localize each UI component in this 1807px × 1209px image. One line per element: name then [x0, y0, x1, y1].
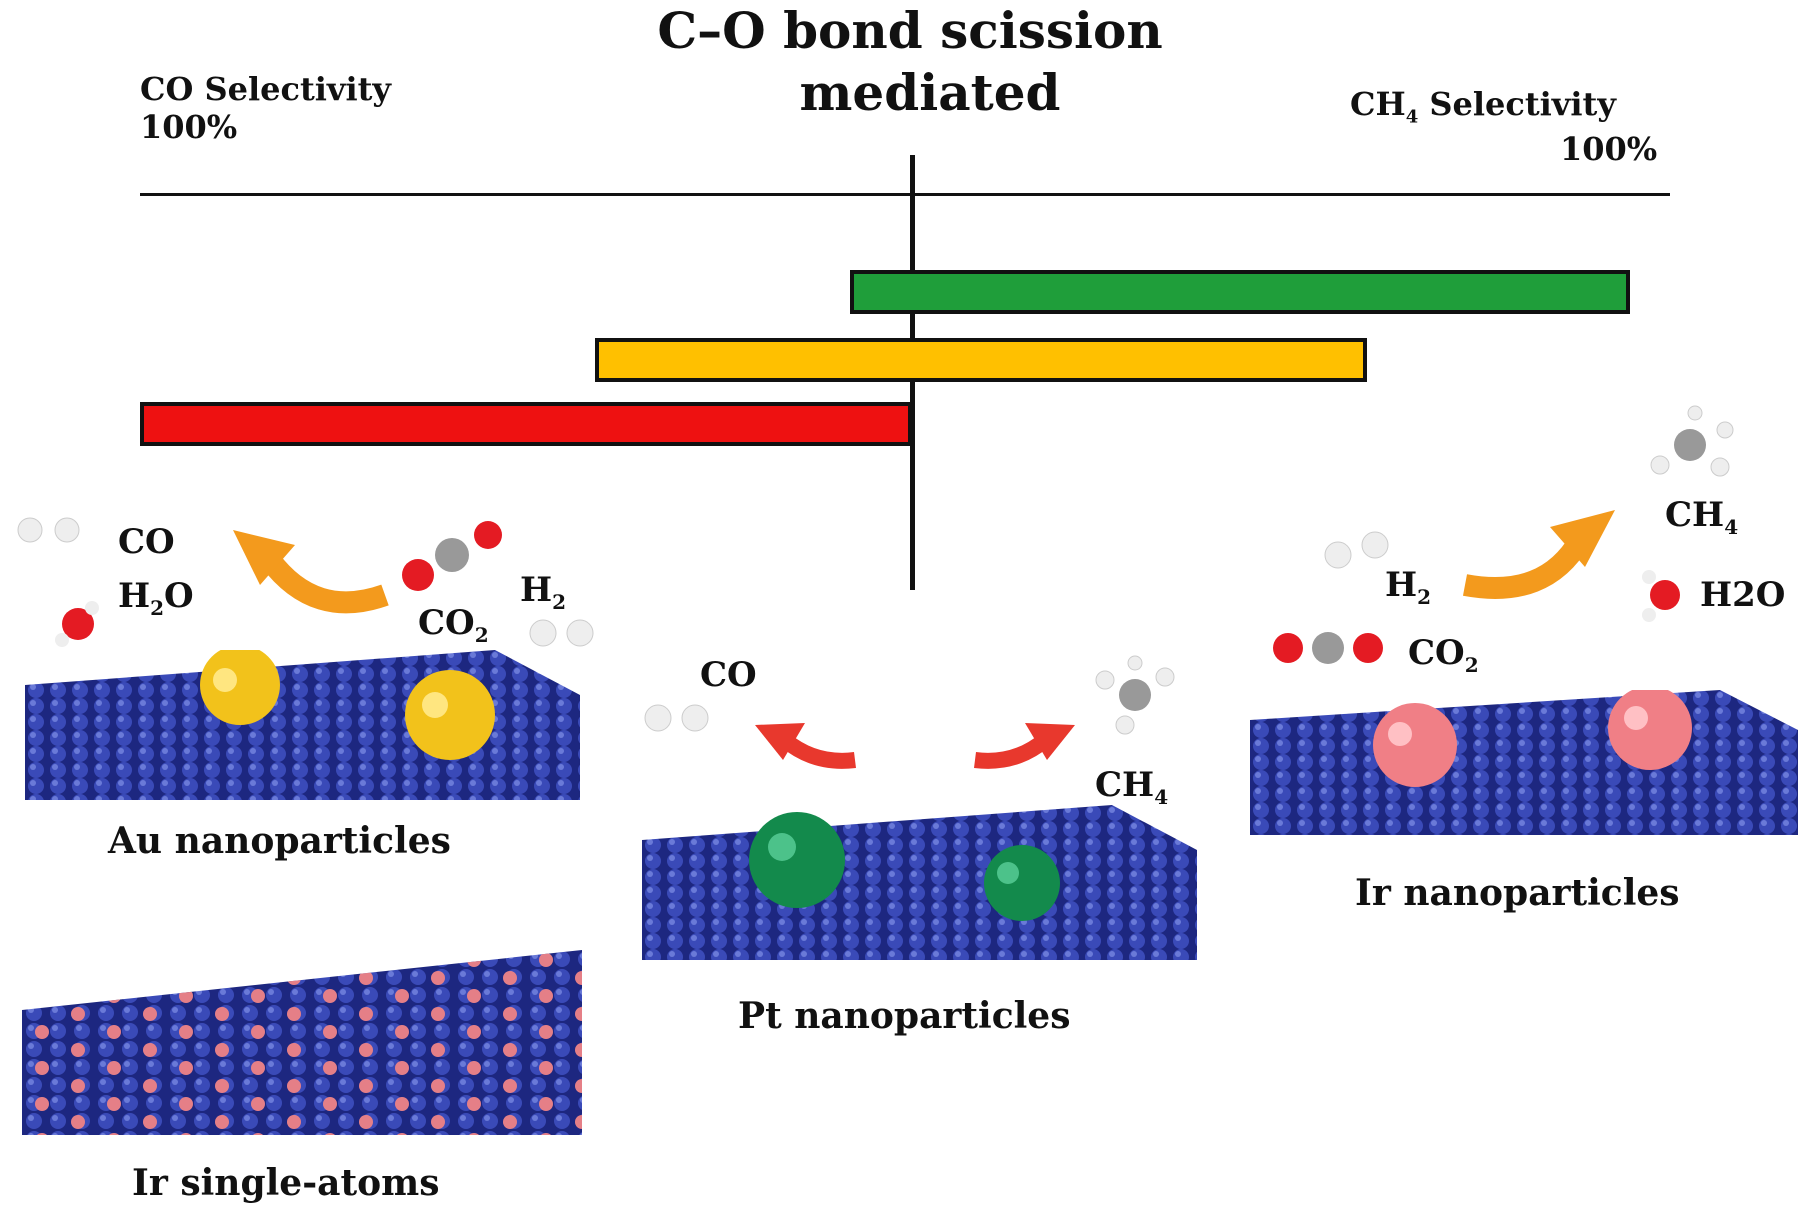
pt-co-label: CO [700, 655, 757, 695]
pt-methane-molecule-icon [1085, 655, 1185, 739]
title-line-2: mediated [799, 63, 1061, 122]
selectivity-bar-1 [850, 270, 1630, 314]
au-co-hydrogen-icon [15, 515, 85, 549]
ir-nanoparticle-surface [1250, 690, 1798, 835]
pt-co-arrow-icon [755, 715, 865, 779]
pt-co-hydrogen-icon [640, 700, 720, 739]
co-selectivity-label: CO Selectivity 100% [140, 70, 392, 146]
ir-np-caption: Ir nanoparticles [1355, 872, 1680, 914]
au-co-label: CO [118, 522, 175, 562]
ch4-selectivity-label: CH4 Selectivity [1350, 85, 1616, 128]
ir-single-atom-surface [22, 950, 582, 1135]
ir-h2-molecule-icon [1320, 530, 1400, 574]
ir-single-atom-image [22, 950, 582, 1135]
pt-cluster-2 [984, 845, 1060, 921]
au-h2-label: H2 [520, 570, 567, 614]
co-selectivity-value: 100% [140, 108, 238, 146]
ir-np-surface-image [1250, 690, 1798, 835]
pt-ch4-arrow-icon [965, 715, 1075, 779]
au-nanoparticle-surface [25, 650, 580, 800]
au-cluster-1 [200, 650, 280, 725]
ir-co2-molecule-icon [1270, 628, 1390, 672]
selectivity-bar-2 [595, 338, 1368, 382]
au-co2-molecule-icon [400, 520, 510, 599]
au-h2o-label: H2O [118, 576, 194, 620]
title-line-1: C–O bond scission [657, 1, 1163, 60]
ir-methane-molecule-icon [1640, 405, 1740, 489]
ir-reaction-arrow-icon [1455, 505, 1625, 609]
au-caption: Au nanoparticles [108, 820, 451, 862]
au-reaction-arrow-icon [225, 525, 395, 619]
pt-caption: Pt nanoparticles [738, 995, 1071, 1037]
au-water-molecule-icon [50, 600, 100, 654]
pt-nanoparticle-surface [642, 805, 1197, 960]
ch4-selectivity-value: 100% [1560, 130, 1658, 168]
ir-cluster-1 [1373, 703, 1457, 787]
au-surface-image [25, 650, 580, 800]
ir-h2-label: H2 [1385, 565, 1432, 609]
ir-co2-label: CO2 [1408, 633, 1479, 677]
pt-ch4-label: CH4 [1095, 765, 1169, 809]
pt-surface-image [642, 805, 1197, 960]
ir-ch4-label: CH4 [1665, 495, 1739, 539]
au-cluster-2 [405, 670, 495, 760]
au-co2-label: CO2 [418, 603, 489, 647]
selectivity-axis [140, 193, 1670, 196]
ir-cluster-2 [1608, 690, 1692, 770]
ir-single-atom-caption: Ir single-atoms [132, 1162, 440, 1204]
diagram-title: C–O bond scission mediated [560, 0, 1260, 124]
ir-water-molecule-icon [1635, 565, 1695, 629]
ir-h2o-label: H2O [1700, 575, 1786, 615]
au-h2-molecule-icon [525, 615, 605, 654]
selectivity-bar-3 [140, 402, 912, 446]
pt-cluster-1 [749, 812, 845, 908]
